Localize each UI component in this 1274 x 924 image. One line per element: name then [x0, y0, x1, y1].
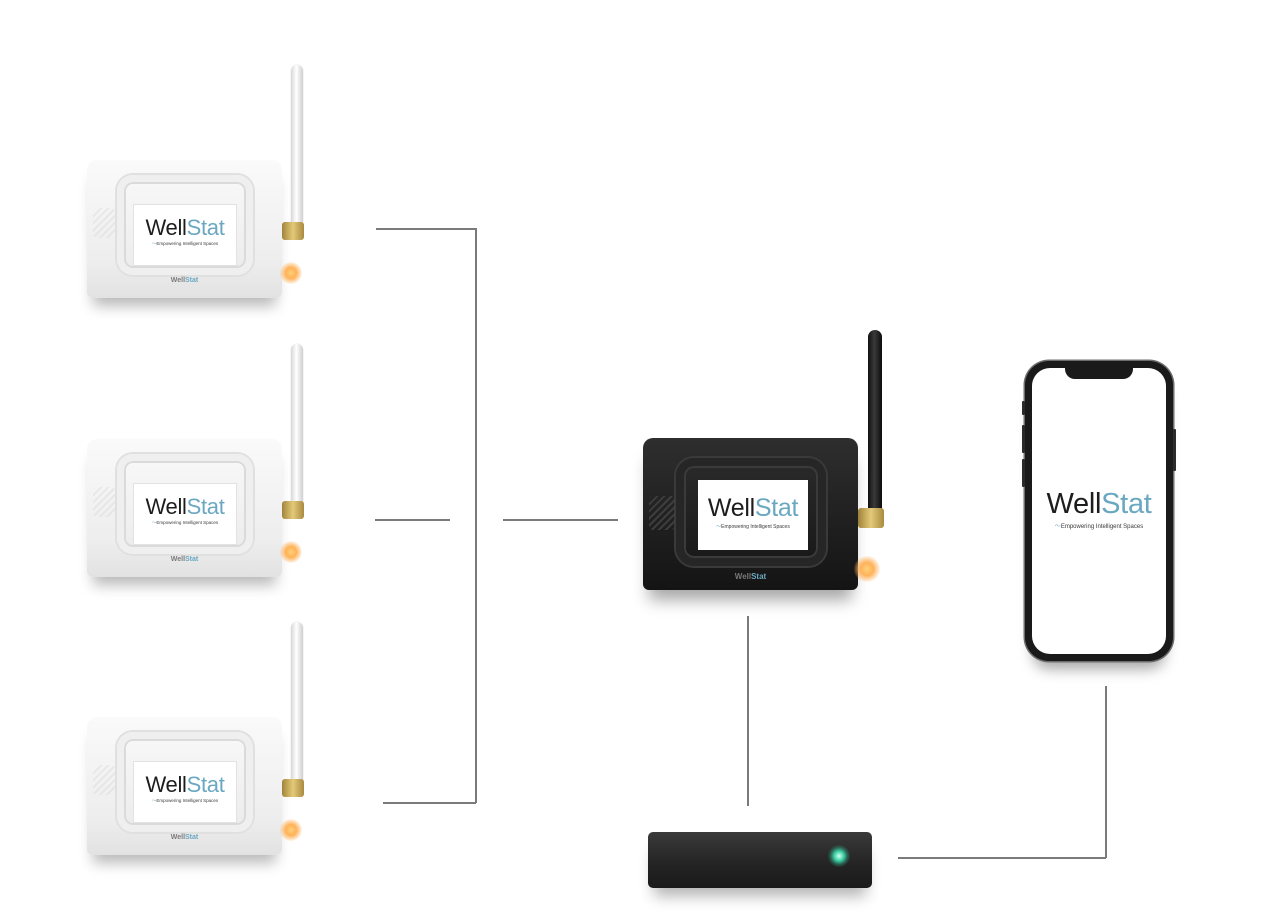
sensor-device-1: WellStat 〜Empowering Intelligent Spaces … [87, 65, 317, 315]
brand-name-part1: Well [145, 772, 187, 797]
volume-up-button [1022, 425, 1025, 453]
smartphone: WellStat 〜Empowering Intelligent Spaces [1022, 361, 1176, 661]
brand-logo: WellStat 〜Empowering Intelligent Spaces [134, 496, 236, 526]
status-led-icon [280, 819, 302, 841]
phone-screen: WellStat 〜Empowering Intelligent Spaces [1032, 368, 1166, 654]
connector-to-gateway [503, 519, 618, 521]
antenna-icon [291, 65, 303, 235]
connector-bus [475, 228, 477, 803]
device-screen: WellStat 〜Empowering Intelligent Spaces [698, 480, 808, 550]
brand-name-part1: Well [145, 494, 187, 519]
sensor-body: WellStat 〜Empowering Intelligent Spaces … [87, 160, 282, 298]
antenna-connector [282, 779, 304, 797]
screen-frame [117, 454, 253, 554]
brand-name-part1: Well [1046, 488, 1102, 520]
brand-name-part1: Well [707, 494, 755, 522]
brand-logo: WellStat 〜Empowering Intelligent Spaces [1032, 488, 1166, 531]
brand-tagline: Empowering Intelligent Spaces [1060, 524, 1144, 530]
antenna-icon [291, 622, 303, 792]
brand-logo: WellStat 〜Empowering Intelligent Spaces [698, 494, 808, 531]
status-led-icon [280, 541, 302, 563]
antenna-icon [291, 344, 303, 514]
screen-frame [117, 732, 253, 832]
wave-icon: 〜 [151, 520, 157, 525]
connector-sensor-1 [376, 228, 476, 230]
router-device [648, 832, 872, 888]
wave-icon: 〜 [1054, 524, 1061, 530]
gateway-device: WellStat 〜Empowering Intelligent Spaces … [640, 330, 890, 620]
vent-icon [649, 496, 675, 530]
connector-phone [1105, 686, 1107, 858]
wave-icon: 〜 [151, 798, 157, 803]
device-screen: WellStat 〜Empowering Intelligent Spaces [134, 762, 236, 822]
brand-tagline: Empowering Intelligent Spaces [156, 520, 219, 525]
status-led-icon [280, 262, 302, 284]
brand-logo: WellStat 〜Empowering Intelligent Spaces [134, 217, 236, 247]
sensor-body: WellStat 〜Empowering Intelligent Spaces … [87, 439, 282, 577]
device-screen: WellStat 〜Empowering Intelligent Spaces [134, 484, 236, 544]
power-button [1173, 429, 1176, 471]
brand-tagline: Empowering Intelligent Spaces [156, 241, 219, 246]
volume-down-button [1022, 459, 1025, 487]
side-button [1022, 401, 1025, 415]
antenna-connector [858, 508, 884, 528]
connector-sensor-2 [375, 519, 450, 521]
vent-icon [93, 208, 115, 238]
sensor-device-3: WellStat 〜Empowering Intelligent Spaces … [87, 622, 317, 872]
brand-name-part2: Stat [186, 494, 225, 519]
phone-notch [1065, 367, 1133, 379]
wave-icon: 〜 [716, 524, 722, 530]
sensor-device-2: WellStat 〜Empowering Intelligent Spaces … [87, 344, 317, 594]
status-led-icon [854, 556, 880, 582]
status-light-icon [828, 845, 850, 867]
case-brand-mark: WellStat [734, 572, 767, 581]
device-screen: WellStat 〜Empowering Intelligent Spaces [134, 205, 236, 265]
brand-name-part2: Stat [186, 215, 225, 240]
connector-gateway-router [747, 616, 749, 806]
case-brand-mark: WellStat [170, 556, 199, 563]
vent-icon [93, 487, 115, 517]
brand-name-part2: Stat [1101, 488, 1152, 520]
brand-tagline: Empowering Intelligent Spaces [156, 798, 219, 803]
sensor-body: WellStat 〜Empowering Intelligent Spaces … [87, 717, 282, 855]
case-brand-mark: WellStat [170, 277, 199, 284]
screen-frame [117, 175, 253, 275]
brand-tagline: Empowering Intelligent Spaces [721, 524, 790, 530]
brand-logo: WellStat 〜Empowering Intelligent Spaces [134, 774, 236, 804]
gateway-body: WellStat 〜Empowering Intelligent Spaces … [643, 438, 858, 590]
connector-sensor-3 [383, 802, 476, 804]
brand-name-part2: Stat [186, 772, 225, 797]
vent-icon [93, 765, 115, 795]
antenna-icon [868, 330, 882, 515]
brand-name-part2: Stat [754, 494, 799, 522]
antenna-connector [282, 222, 304, 240]
case-brand-mark: WellStat [170, 834, 199, 841]
brand-name-part1: Well [145, 215, 187, 240]
antenna-connector [282, 501, 304, 519]
screen-frame [676, 458, 826, 566]
connector-router-phone [898, 857, 1106, 859]
wave-icon: 〜 [151, 241, 157, 246]
